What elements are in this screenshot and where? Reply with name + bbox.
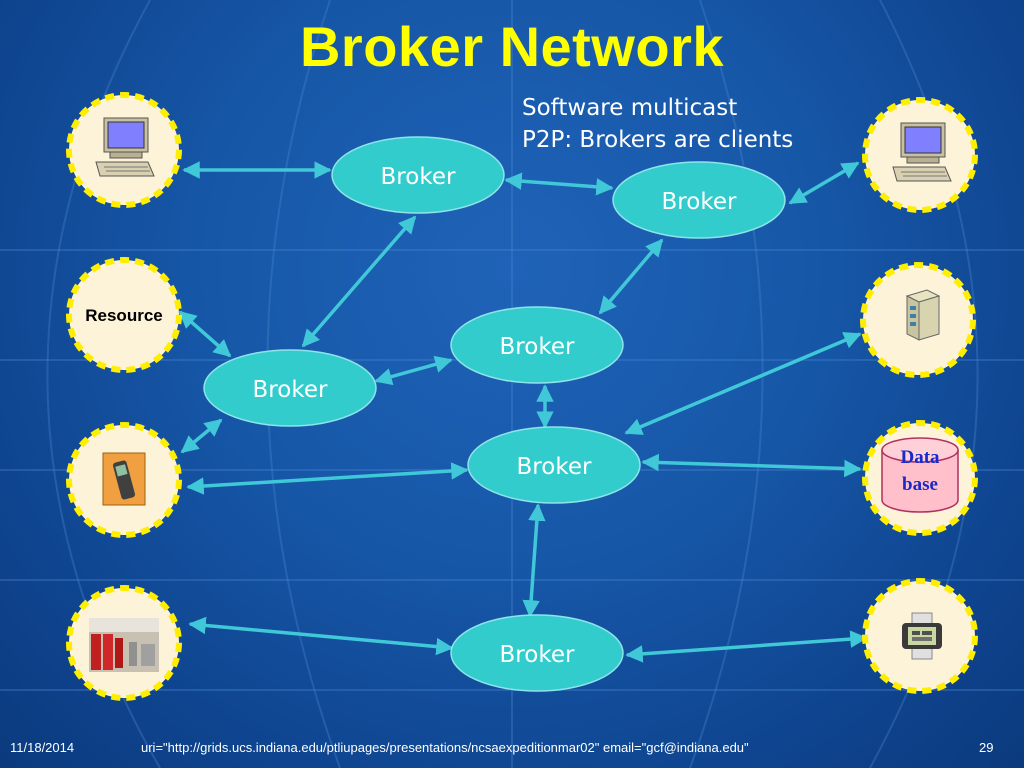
broker-node: Broker bbox=[612, 161, 786, 239]
broker-label: Broker bbox=[500, 642, 575, 668]
link-b3-c3 bbox=[180, 418, 223, 454]
broker-node: Broker bbox=[450, 306, 624, 384]
broker-node: Broker bbox=[331, 136, 505, 214]
wristwatch-device-icon bbox=[902, 612, 942, 660]
link-b5-c6 bbox=[624, 332, 862, 435]
footer-date: 11/18/2014 bbox=[10, 740, 75, 755]
link-b6-c8 bbox=[625, 630, 868, 663]
slide-notes: Software multicast P2P: Brokers are clie… bbox=[522, 92, 793, 156]
client-node-resource bbox=[66, 257, 182, 373]
mobile-phone-icon bbox=[102, 452, 146, 506]
computer-icon bbox=[892, 122, 952, 182]
note-line-multicast: Software multicast bbox=[522, 95, 738, 121]
database-icon: Data base bbox=[881, 437, 959, 513]
link-c3-b5 bbox=[186, 462, 469, 495]
broker-node: Broker bbox=[203, 349, 377, 427]
link-b3-b4 bbox=[374, 355, 453, 386]
link-b1-b3 bbox=[301, 215, 417, 348]
broker-label: Broker bbox=[253, 377, 328, 403]
link-b2-c5 bbox=[788, 161, 860, 205]
link-b5-b6 bbox=[522, 503, 546, 618]
broker-label: Broker bbox=[500, 334, 575, 360]
note-line-p2p: P2P: Brokers are clients bbox=[522, 127, 794, 153]
link-b4-b2 bbox=[598, 238, 664, 315]
database-label-line1: Data bbox=[900, 447, 940, 468]
broker-label: Broker bbox=[517, 454, 592, 480]
server-tower-icon bbox=[905, 289, 941, 341]
computer-icon bbox=[95, 117, 155, 177]
broker-label: Broker bbox=[662, 189, 737, 215]
footer-page-number: 29 bbox=[979, 740, 994, 755]
link-b5-c7 bbox=[641, 453, 862, 478]
link-b1-b2 bbox=[504, 172, 614, 196]
broker-label: Broker bbox=[381, 164, 456, 190]
server-room-icon bbox=[89, 618, 159, 672]
broker-node: Broker bbox=[450, 614, 624, 692]
resource-label: Resource bbox=[85, 306, 162, 325]
footer-uri: uri="http://grids.ucs.indiana.edu/ptliup… bbox=[141, 740, 749, 755]
link-c2-b3 bbox=[178, 310, 232, 358]
broker-node: Broker bbox=[467, 426, 641, 504]
slide-title: Broker Network bbox=[299, 15, 725, 78]
database-label-line2: base bbox=[902, 474, 938, 495]
link-c4-b6 bbox=[188, 616, 454, 656]
